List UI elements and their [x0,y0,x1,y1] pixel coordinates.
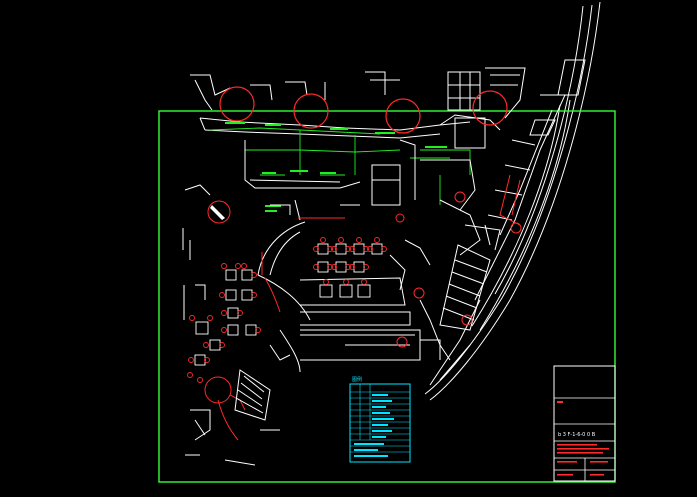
legend-header: 图例 [352,376,362,383]
facade-curves [424,1,601,401]
scatter-columns [204,191,522,404]
top-columns [219,86,508,134]
title-block-title: b 3 F-1-6-0 0 B [558,432,596,438]
title-block: b 3 F-1-6-0 0 B [553,365,616,482]
dining-tables [187,237,387,383]
green-labels [225,122,447,212]
green-annotations [209,127,471,205]
scatter-columns-fill [210,205,225,220]
legend-table: 图例 [349,376,411,463]
right-stair [429,94,566,386]
lower-left-stair [185,329,301,466]
interior-walls [182,139,481,361]
